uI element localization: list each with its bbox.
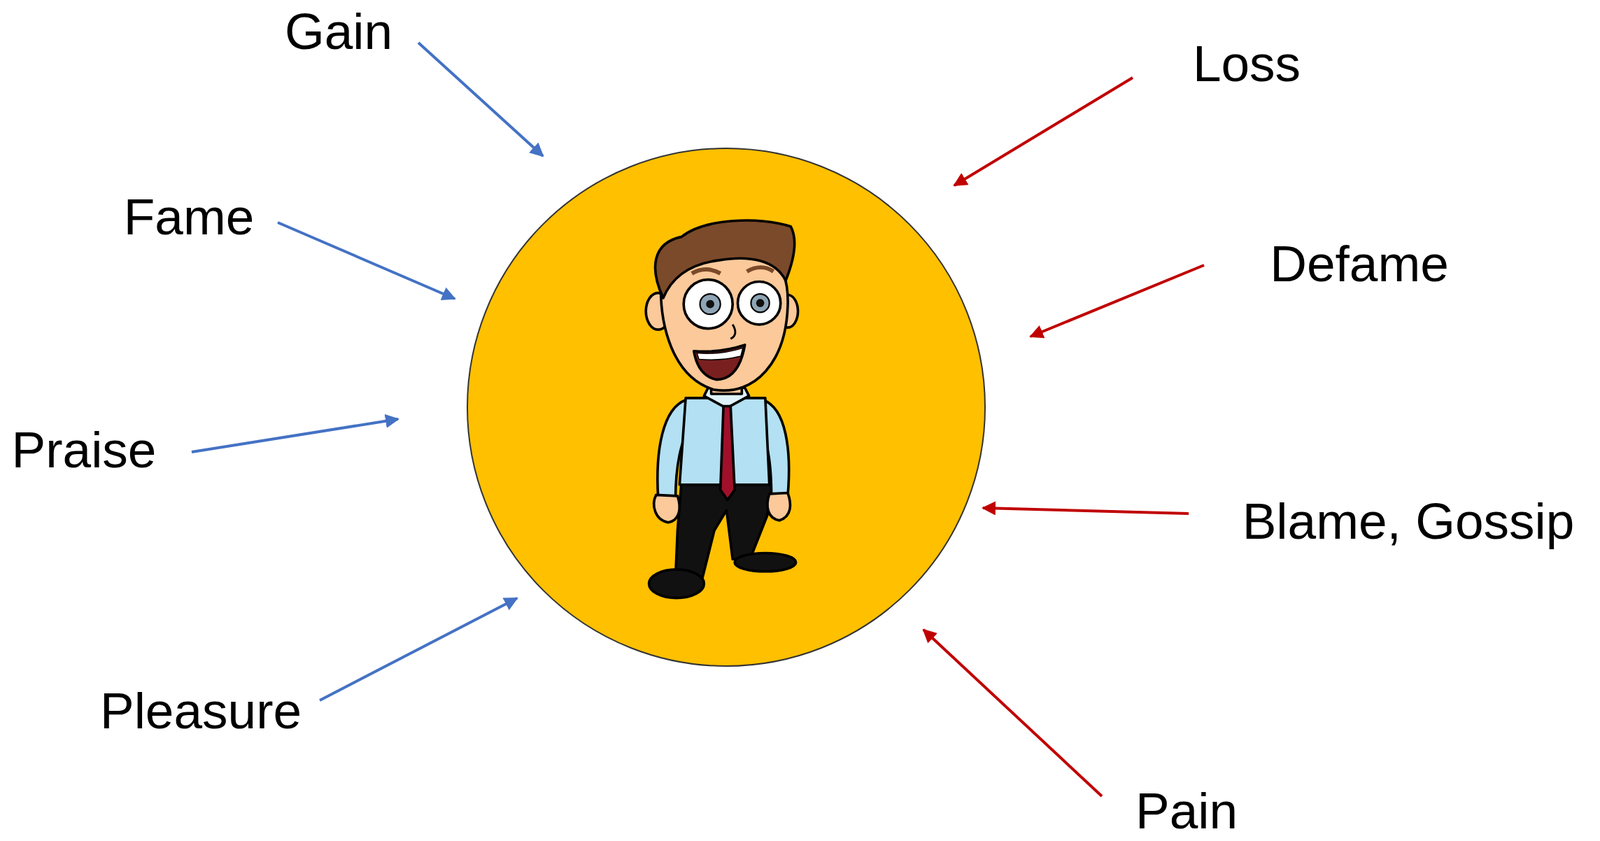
hand	[767, 492, 790, 520]
eye	[737, 281, 781, 325]
shoe	[649, 569, 705, 599]
eyebrow	[691, 269, 721, 274]
circle	[467, 148, 986, 667]
iris	[700, 293, 721, 315]
label: Gain	[284, 5, 393, 57]
shoe	[734, 553, 797, 572]
arrow	[418, 42, 543, 157]
eye	[683, 279, 733, 329]
label: Loss	[1192, 37, 1301, 89]
pupil	[705, 300, 715, 309]
label: Pain	[1135, 784, 1238, 837]
tie	[720, 405, 735, 500]
label: Praise	[11, 423, 157, 476]
pupil	[756, 298, 765, 308]
label: Blame, Gossip	[1242, 495, 1575, 547]
arrow	[277, 222, 455, 299]
arrow	[982, 507, 1189, 514]
label: Fame	[123, 190, 255, 243]
nose	[730, 324, 736, 339]
arrow	[191, 419, 399, 452]
eyebrow	[747, 267, 774, 272]
arrows	[191, 42, 1205, 797]
teeth	[696, 347, 743, 360]
arrow	[954, 77, 1133, 186]
arrow	[1030, 265, 1205, 337]
label: Pleasure	[100, 684, 302, 736]
cartoon-man	[645, 220, 798, 599]
arrow	[319, 598, 518, 701]
mouth	[694, 344, 746, 380]
hand	[654, 494, 680, 522]
arrow	[923, 629, 1102, 797]
iris	[750, 293, 769, 313]
label: Defame	[1269, 237, 1449, 289]
